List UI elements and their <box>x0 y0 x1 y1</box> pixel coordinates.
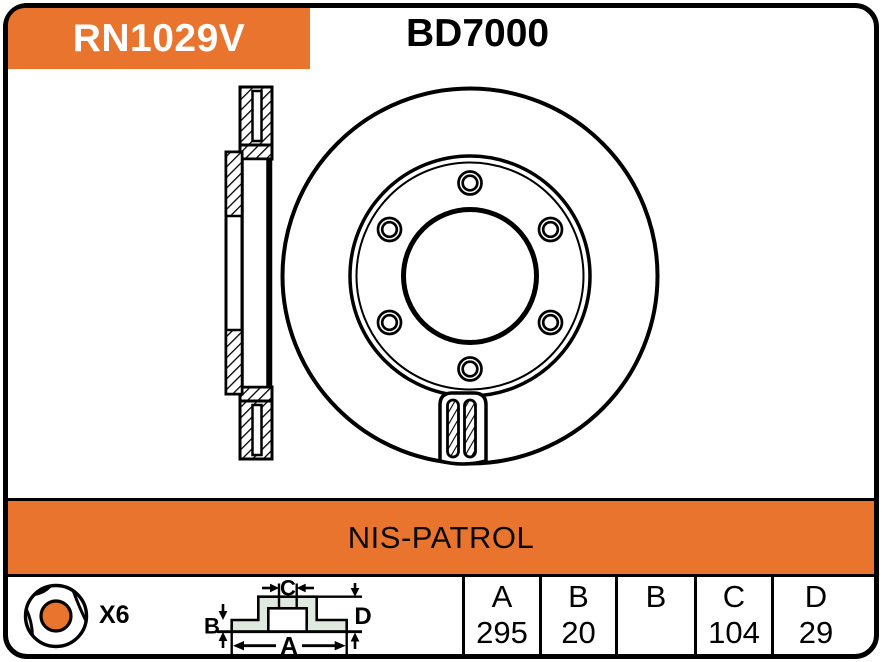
nut-quantity: X6 <box>99 601 130 629</box>
column-value: 104 <box>708 615 760 650</box>
column-header: B <box>645 579 667 614</box>
reference-number: BD7000 <box>406 12 550 55</box>
column-value: 295 <box>476 615 528 650</box>
column-header: A <box>491 579 513 614</box>
column-header: B <box>568 579 589 614</box>
table-column-d: D 29 <box>771 577 874 654</box>
column-header: D <box>804 579 828 614</box>
application-banner: NIS-PATROL <box>8 498 874 577</box>
dimensions-table: A 295 B 20 B C 104 D 29 <box>462 577 874 654</box>
column-value: 29 <box>798 615 834 650</box>
part-number: RN1029V <box>72 16 246 60</box>
table-column-c: C 104 <box>694 577 771 654</box>
table-column-a: A 295 <box>462 577 539 654</box>
table-column-b1: B 20 <box>539 577 615 654</box>
column-header: C <box>722 579 746 614</box>
part-number-block: RN1029V <box>8 8 310 69</box>
column-value: 20 <box>561 615 596 650</box>
table-column-b2: B <box>615 577 694 654</box>
application-name: NIS-PATROL <box>347 519 535 555</box>
